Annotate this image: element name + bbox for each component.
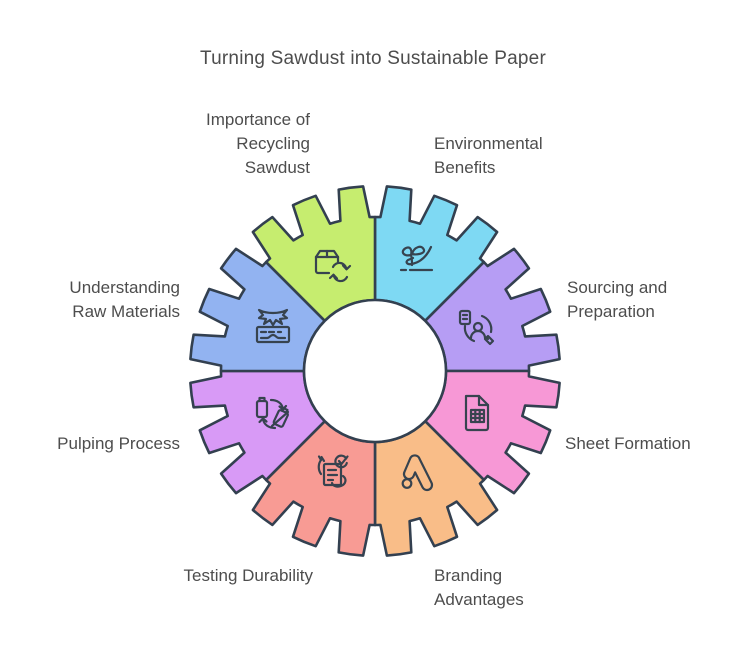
battery-recycle-icon bbox=[255, 396, 290, 430]
label-testing-durability: Testing Durability bbox=[183, 566, 313, 585]
person-document-pencil-icon bbox=[458, 309, 495, 346]
label-understanding-raw-materials: Understanding Raw Materials bbox=[69, 278, 180, 321]
label-branding-advantages: Branding Advantages bbox=[434, 566, 524, 609]
gear-segments bbox=[189, 185, 561, 557]
package-recycle-icon bbox=[314, 249, 352, 283]
label-sheet-formation: Sheet Formation bbox=[565, 434, 691, 453]
gear-center bbox=[302, 298, 448, 444]
checklist-hands-icon bbox=[317, 454, 349, 488]
label-importance-recycling-sawdust: Importance of Recycling Sawdust bbox=[206, 110, 310, 177]
label-sourcing-preparation: Sourcing and Preparation bbox=[567, 278, 668, 321]
label-pulping-process: Pulping Process bbox=[57, 434, 180, 453]
label-environmental-benefits: Environmental Benefits bbox=[434, 134, 543, 177]
spreadsheet-file-icon bbox=[464, 394, 490, 432]
branding-a-icon bbox=[401, 454, 434, 492]
segment-icons bbox=[255, 245, 495, 492]
seedling-hand-icon bbox=[399, 245, 434, 272]
sawdust-plank-icon bbox=[255, 308, 291, 344]
page-title: Turning Sawdust into Sustainable Paper bbox=[200, 48, 546, 69]
